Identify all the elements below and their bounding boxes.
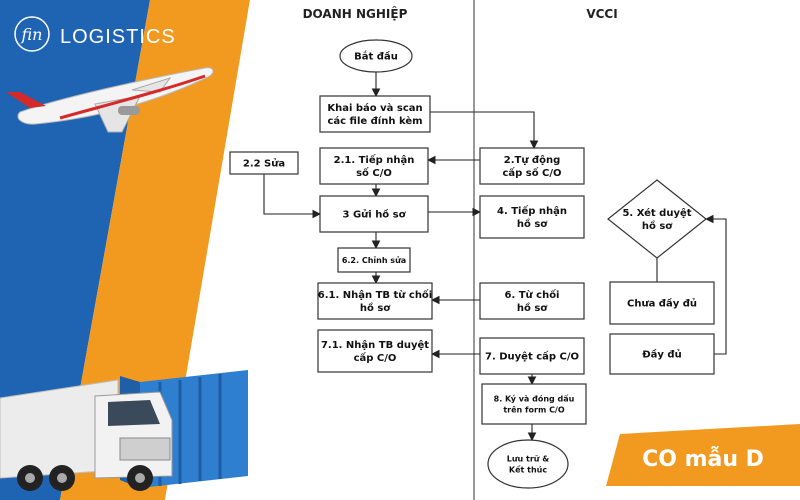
node-label: 4. Tiếp nhận xyxy=(497,204,567,217)
node-end: Lưu trữ &Kết thúc xyxy=(487,439,569,489)
orange-stripe xyxy=(60,0,250,500)
node-label: cấp số C/O xyxy=(502,166,561,179)
brand-logo-text: LOGISTICS xyxy=(60,26,176,48)
edge-complete-to-n5 xyxy=(704,214,727,355)
brand-logo-icon: fin xyxy=(14,16,50,52)
node-n22: 2.2 Sửa xyxy=(229,151,299,175)
node-incomplete: Chưa đầy đủ xyxy=(609,281,715,325)
node-label: 6.1. Nhận TB từ chối xyxy=(318,288,432,301)
node-n62: 6.2. Chỉnh sửa xyxy=(337,247,411,273)
node-n3: 3 Gửi hồ sơ xyxy=(319,195,429,233)
node-label: 3 Gửi hồ sơ xyxy=(343,208,407,221)
node-label: 8. Ký và đóng dấu xyxy=(494,393,575,403)
node-label: Đầy đủ xyxy=(642,349,681,361)
lane-header-left: DOANH NGHIỆP xyxy=(303,6,408,21)
node-label: 6. Từ chối xyxy=(504,288,559,301)
node-label: hồ sơ xyxy=(360,301,391,314)
node-complete: Đầy đủ xyxy=(609,333,715,375)
node-label: Chưa đầy đủ xyxy=(627,298,697,310)
node-label: các file đính kèm xyxy=(327,115,422,127)
node-label: số C/O xyxy=(356,166,392,179)
node-label: hồ sơ xyxy=(517,301,548,314)
node-label: Bắt đầu xyxy=(354,50,398,63)
node-label: Lưu trữ & xyxy=(507,454,550,463)
node-label: 7.1. Nhận TB duyệt xyxy=(321,339,429,351)
node-label: Kết thúc xyxy=(509,464,547,474)
node-label: trên form C/O xyxy=(503,404,565,414)
truck-icon xyxy=(0,379,173,491)
white-fade xyxy=(165,0,300,500)
node-label: 7. Duyệt cấp C/O xyxy=(485,350,579,363)
node-label: 6.2. Chỉnh sửa xyxy=(342,255,406,265)
node-label: 2.2 Sửa xyxy=(243,158,285,170)
airplane-icon xyxy=(6,67,214,133)
svg-text:fin: fin xyxy=(21,25,43,44)
flow-edges xyxy=(263,72,727,442)
lane-header-right: VCCI xyxy=(586,7,617,21)
edge-declare-to-n2 xyxy=(430,111,539,150)
node-label: hồ sơ xyxy=(642,219,673,232)
node-label: 2.1. Tiếp nhận xyxy=(334,153,415,166)
edge-n22-to-n3 xyxy=(263,174,322,219)
title-badge: CO mẫu D xyxy=(642,446,764,472)
node-label: 2.Tự động xyxy=(504,154,560,166)
node-label: 5. Xét duyệt xyxy=(622,207,691,219)
node-label: Khai báo và scan xyxy=(327,102,422,114)
node-n7: 7. Duyệt cấp C/O xyxy=(479,337,585,375)
node-label: cấp C/O xyxy=(354,351,397,364)
node-label: hồ sơ xyxy=(517,217,548,230)
title-badge-bg xyxy=(606,424,800,486)
node-start: Bắt đầu xyxy=(339,39,413,73)
